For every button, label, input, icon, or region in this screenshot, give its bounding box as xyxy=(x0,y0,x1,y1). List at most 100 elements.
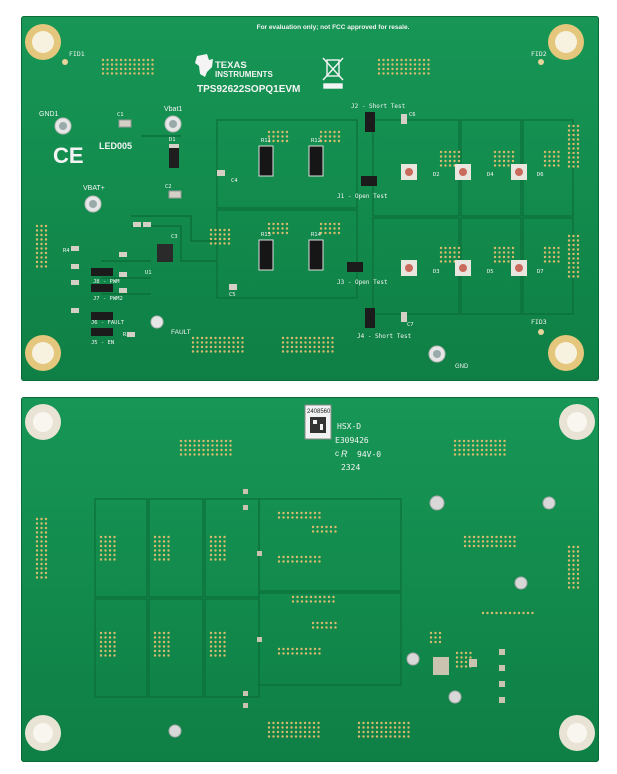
via xyxy=(227,237,231,241)
via xyxy=(398,721,401,725)
via xyxy=(308,341,312,344)
via xyxy=(214,640,217,644)
vbat1-label: Vbat1 xyxy=(164,106,182,113)
via xyxy=(508,544,512,548)
via xyxy=(277,560,281,563)
via xyxy=(209,233,213,236)
via xyxy=(337,222,341,226)
via xyxy=(471,448,475,452)
via xyxy=(511,159,515,163)
via xyxy=(214,336,217,340)
via xyxy=(224,439,228,443)
via xyxy=(318,516,321,519)
via xyxy=(329,525,333,529)
via xyxy=(167,553,170,557)
via xyxy=(267,227,271,230)
svg-text:R12: R12 xyxy=(311,138,321,144)
via xyxy=(299,341,303,344)
via xyxy=(572,257,575,260)
via xyxy=(267,222,271,226)
via xyxy=(422,63,426,66)
via xyxy=(188,439,192,443)
fab-label-2: E309426 xyxy=(335,436,369,445)
via xyxy=(309,555,312,559)
via xyxy=(232,345,235,349)
via xyxy=(286,652,290,655)
via xyxy=(557,150,560,154)
via xyxy=(197,448,201,452)
via xyxy=(218,540,222,543)
via xyxy=(413,63,417,66)
via xyxy=(507,251,510,254)
via xyxy=(576,252,580,256)
via xyxy=(113,649,116,653)
via xyxy=(179,439,183,443)
via xyxy=(490,611,494,615)
via xyxy=(35,549,39,552)
via xyxy=(572,239,575,242)
via xyxy=(44,535,48,539)
via xyxy=(214,237,217,241)
via xyxy=(444,251,447,254)
via xyxy=(286,560,290,563)
via xyxy=(572,165,575,168)
test-points xyxy=(54,115,446,363)
via xyxy=(299,726,302,729)
via xyxy=(320,626,324,629)
via xyxy=(281,130,284,134)
via xyxy=(572,234,575,238)
via xyxy=(308,726,311,729)
via xyxy=(513,611,516,615)
via xyxy=(285,135,289,138)
via xyxy=(493,255,497,259)
via xyxy=(227,228,231,232)
via xyxy=(319,222,323,226)
via xyxy=(281,336,285,340)
via xyxy=(311,626,315,629)
via xyxy=(282,555,285,559)
via xyxy=(35,265,39,268)
via xyxy=(205,336,208,340)
via xyxy=(393,726,397,729)
via xyxy=(429,631,433,635)
mounting-holes xyxy=(25,24,584,371)
via xyxy=(552,255,556,259)
via xyxy=(304,350,307,353)
via xyxy=(439,246,443,250)
via xyxy=(35,562,39,566)
via xyxy=(108,549,112,552)
via xyxy=(485,444,488,447)
via xyxy=(448,155,452,158)
via xyxy=(272,227,275,230)
via xyxy=(327,600,331,603)
via xyxy=(115,58,118,62)
via xyxy=(567,129,571,132)
via xyxy=(453,444,457,447)
via xyxy=(572,129,575,132)
via xyxy=(324,231,327,235)
via xyxy=(498,246,501,250)
via xyxy=(493,260,497,263)
via xyxy=(286,511,290,515)
via xyxy=(504,611,507,615)
via xyxy=(220,444,223,447)
via xyxy=(448,164,452,167)
via xyxy=(493,159,497,163)
via xyxy=(115,72,118,75)
via xyxy=(227,341,231,344)
via xyxy=(232,336,235,340)
via xyxy=(325,530,328,533)
via xyxy=(567,239,571,242)
via xyxy=(40,553,43,557)
via xyxy=(188,444,192,447)
via xyxy=(40,265,43,268)
via xyxy=(214,544,217,548)
via xyxy=(567,165,571,168)
via xyxy=(128,67,132,71)
via xyxy=(572,124,575,128)
via xyxy=(218,636,222,639)
via xyxy=(40,540,43,543)
via xyxy=(294,730,298,734)
via xyxy=(209,544,213,548)
via xyxy=(40,531,43,534)
